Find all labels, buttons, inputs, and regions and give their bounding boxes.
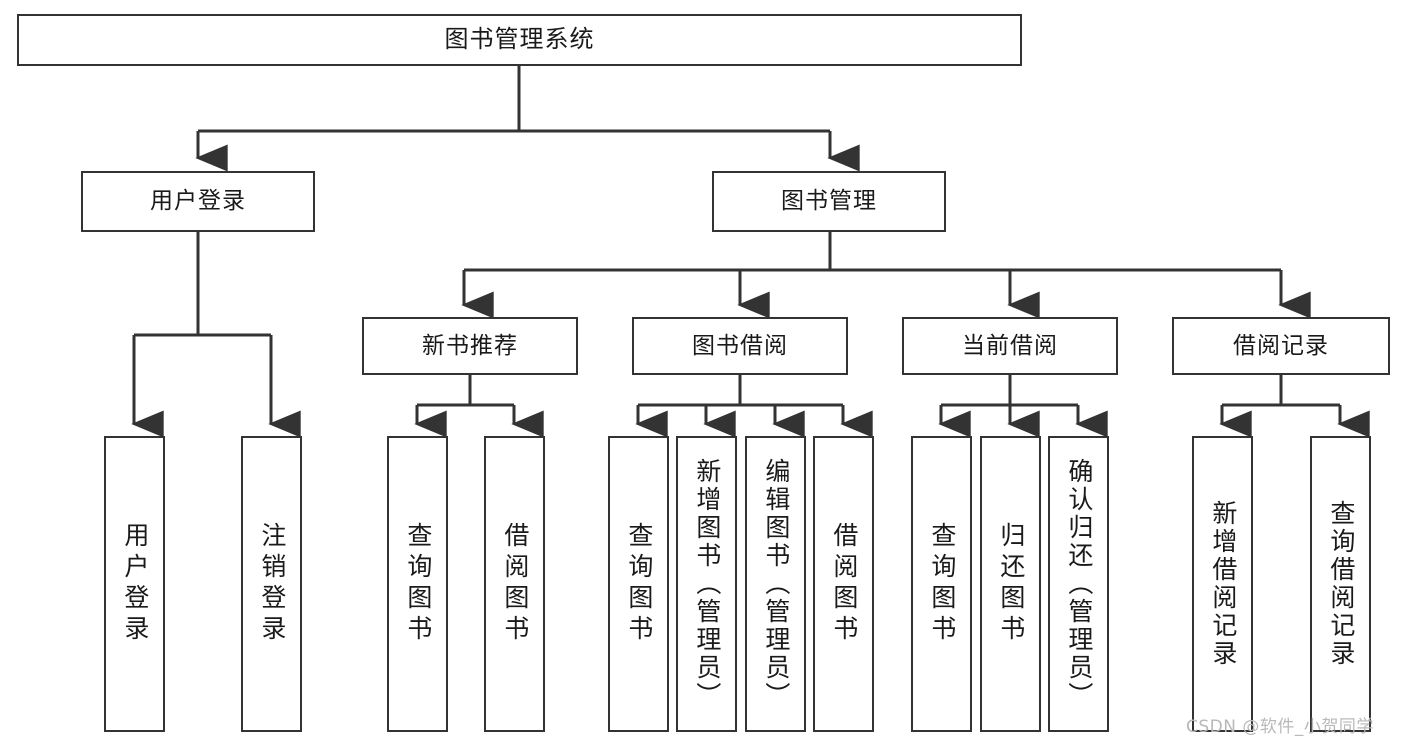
node-new-book-recommend-label: 新书推荐 [422,332,518,359]
csdn-watermark: CSDN @软件_小贺同学 [1186,717,1374,737]
leaf-bb-edit-book-admin-label: 编辑图书（管理员） [761,458,791,710]
node-borrow-record-label: 借阅记录 [1233,332,1329,359]
leaf-br-query-record-label: 查询借阅记录 [1326,500,1356,668]
leaf-bb-query-book-label: 查询图书 [624,522,654,646]
node-user-login[interactable]: 用户登录 [81,171,315,232]
leaf-nb-query-book[interactable]: 查询图书 [387,436,448,732]
node-new-book-recommend[interactable]: 新书推荐 [362,317,578,375]
leaf-nb-borrow-book-label: 借阅图书 [500,522,530,646]
leaf-bb-edit-book-admin[interactable]: 编辑图书（管理员） [745,436,806,732]
node-book-management[interactable]: 图书管理 [712,171,946,232]
node-root[interactable]: 图书管理系统 [17,14,1022,66]
leaf-user-login-label: 用户登录 [120,522,150,646]
leaf-cb-query-book[interactable]: 查询图书 [911,436,972,732]
leaf-bb-add-book-admin[interactable]: 新增图书（管理员） [676,436,737,732]
node-borrow-record[interactable]: 借阅记录 [1172,317,1390,375]
node-user-login-label: 用户登录 [150,188,246,215]
leaf-br-add-record-label: 新增借阅记录 [1208,500,1238,668]
node-book-borrow[interactable]: 图书借阅 [632,317,848,375]
leaf-cb-confirm-return-admin-label: 确认归还（管理员） [1064,458,1094,710]
leaf-nb-borrow-book[interactable]: 借阅图书 [484,436,545,732]
leaf-logout-label: 注销登录 [257,522,287,646]
leaf-logout[interactable]: 注销登录 [241,436,302,732]
leaf-cb-confirm-return-admin[interactable]: 确认归还（管理员） [1048,436,1109,732]
leaf-br-query-record[interactable]: 查询借阅记录 [1310,436,1371,732]
leaf-bb-borrow-book[interactable]: 借阅图书 [813,436,874,732]
node-book-borrow-label: 图书借阅 [692,332,788,359]
node-book-management-label: 图书管理 [781,188,877,215]
leaf-cb-query-book-label: 查询图书 [927,522,957,646]
node-current-borrow[interactable]: 当前借阅 [902,317,1118,375]
leaf-bb-query-book[interactable]: 查询图书 [608,436,669,732]
leaf-cb-return-book[interactable]: 归还图书 [980,436,1041,732]
node-root-label: 图书管理系统 [444,25,595,54]
leaf-nb-query-book-label: 查询图书 [403,522,433,646]
leaf-bb-add-book-admin-label: 新增图书（管理员） [692,458,722,710]
leaf-bb-borrow-book-label: 借阅图书 [829,522,859,646]
leaf-cb-return-book-label: 归还图书 [996,522,1026,646]
leaf-br-add-record[interactable]: 新增借阅记录 [1192,436,1253,732]
leaf-user-login[interactable]: 用户登录 [104,436,165,732]
node-current-borrow-label: 当前借阅 [962,332,1058,359]
